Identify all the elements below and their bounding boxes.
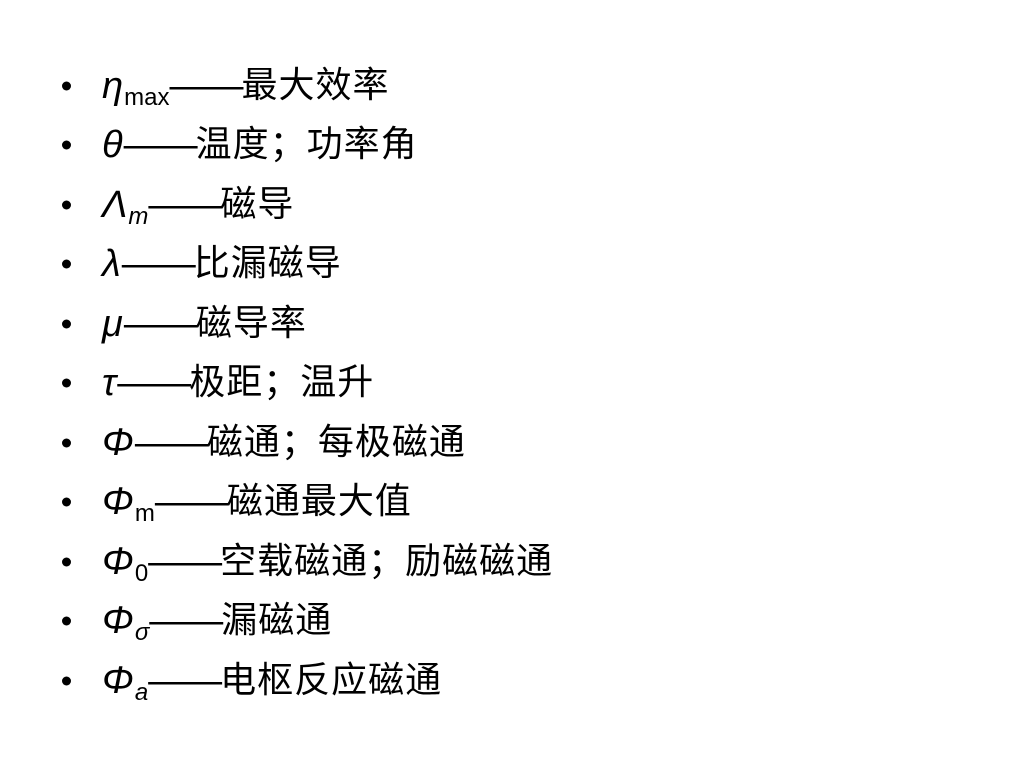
symbol: Φ <box>102 421 134 464</box>
bullet-icon <box>62 557 71 567</box>
dash: —— <box>121 243 196 286</box>
dash: —— <box>148 659 222 702</box>
list-item: λ——比漏磁导 <box>62 235 553 295</box>
list-item: μ——磁导率 <box>62 294 553 354</box>
definition: 比漏磁导 <box>193 243 342 285</box>
bullet-icon <box>62 676 71 686</box>
bullet-icon <box>62 81 71 91</box>
symbol-subscript: m <box>134 500 155 528</box>
bullet-icon <box>62 200 71 210</box>
bullet-icon <box>62 378 71 388</box>
definition: 电枢反应磁通 <box>220 659 443 701</box>
bullet-icon <box>62 497 71 507</box>
dash: —— <box>117 362 191 405</box>
list-item: Φ——磁通；每极磁通 <box>62 413 553 473</box>
dash: —— <box>134 421 209 464</box>
definition: 漏磁通 <box>221 600 333 642</box>
symbol: Φ <box>102 481 134 524</box>
symbol: Φ <box>102 540 134 583</box>
dash: —— <box>148 540 222 583</box>
dash: —— <box>154 481 229 524</box>
dash: —— <box>149 600 223 643</box>
dash: —— <box>123 124 198 167</box>
symbol: λ <box>102 243 121 286</box>
symbol: η <box>102 64 124 107</box>
list-item: θ ——温度；功率角 <box>62 116 553 176</box>
definition: 空载磁通；励磁磁通 <box>220 540 554 582</box>
symbol-subscript: σ <box>134 619 150 647</box>
definition: 极距；温升 <box>189 362 375 404</box>
symbol-subscript: m <box>128 202 149 230</box>
symbol: θ <box>102 124 123 167</box>
symbol-subscript: max <box>124 83 170 111</box>
symbol-subscript: a <box>134 678 149 706</box>
definition: 磁导率 <box>195 302 307 344</box>
list-item: τ——极距；温升 <box>62 354 553 414</box>
definition: 温度；功率角 <box>195 124 418 166</box>
symbol: Φ <box>102 659 134 702</box>
dash: —— <box>169 64 243 107</box>
bullet-icon <box>62 259 71 269</box>
bullet-icon <box>62 438 71 448</box>
bullet-icon <box>62 616 71 626</box>
dash: —— <box>148 183 222 226</box>
bullet-icon <box>62 319 71 329</box>
symbol: τ <box>102 362 117 405</box>
symbol: Φ <box>102 600 134 643</box>
definition: 最大效率 <box>241 64 390 106</box>
symbol-subscript: 0 <box>134 559 149 587</box>
definition: 磁通最大值 <box>226 481 412 523</box>
dash: —— <box>123 302 198 345</box>
bullet-icon <box>62 140 71 150</box>
definition: 磁通；每极磁通 <box>206 421 466 463</box>
definition: 磁导 <box>220 183 295 225</box>
symbol: Λ <box>102 183 128 226</box>
symbol: μ <box>102 302 123 345</box>
